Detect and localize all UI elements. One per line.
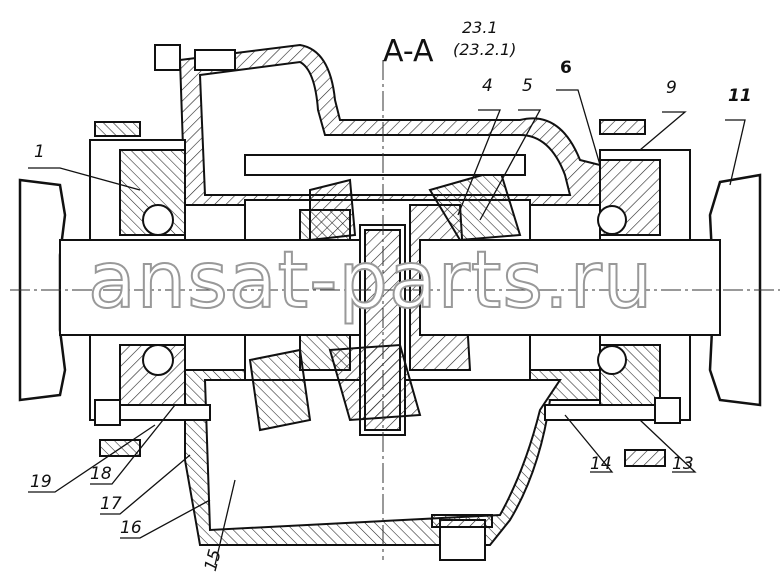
section-title: A-A: [383, 34, 434, 69]
callout-1: 1: [34, 142, 45, 162]
callout-6: 6: [560, 58, 572, 78]
watermark: ansat-parts.ru: [87, 235, 654, 327]
callout-9: 9: [666, 78, 677, 98]
callout-14: 14: [590, 454, 612, 474]
callout-16: 16: [120, 518, 142, 538]
callout-5: 5: [522, 76, 533, 96]
callout-13: 13: [672, 454, 694, 474]
sheet-reference: 23.1: [462, 18, 498, 37]
callout-19: 19: [30, 472, 52, 492]
callout-4: 4: [482, 76, 493, 96]
callout-18: 18: [90, 464, 112, 484]
callout-17: 17: [100, 494, 122, 514]
center-lines: [10, 60, 780, 560]
sheet-reference-alt: (23.2.1): [453, 40, 517, 59]
callout-11: 11: [728, 86, 752, 106]
leader-lines: [28, 89, 746, 566]
